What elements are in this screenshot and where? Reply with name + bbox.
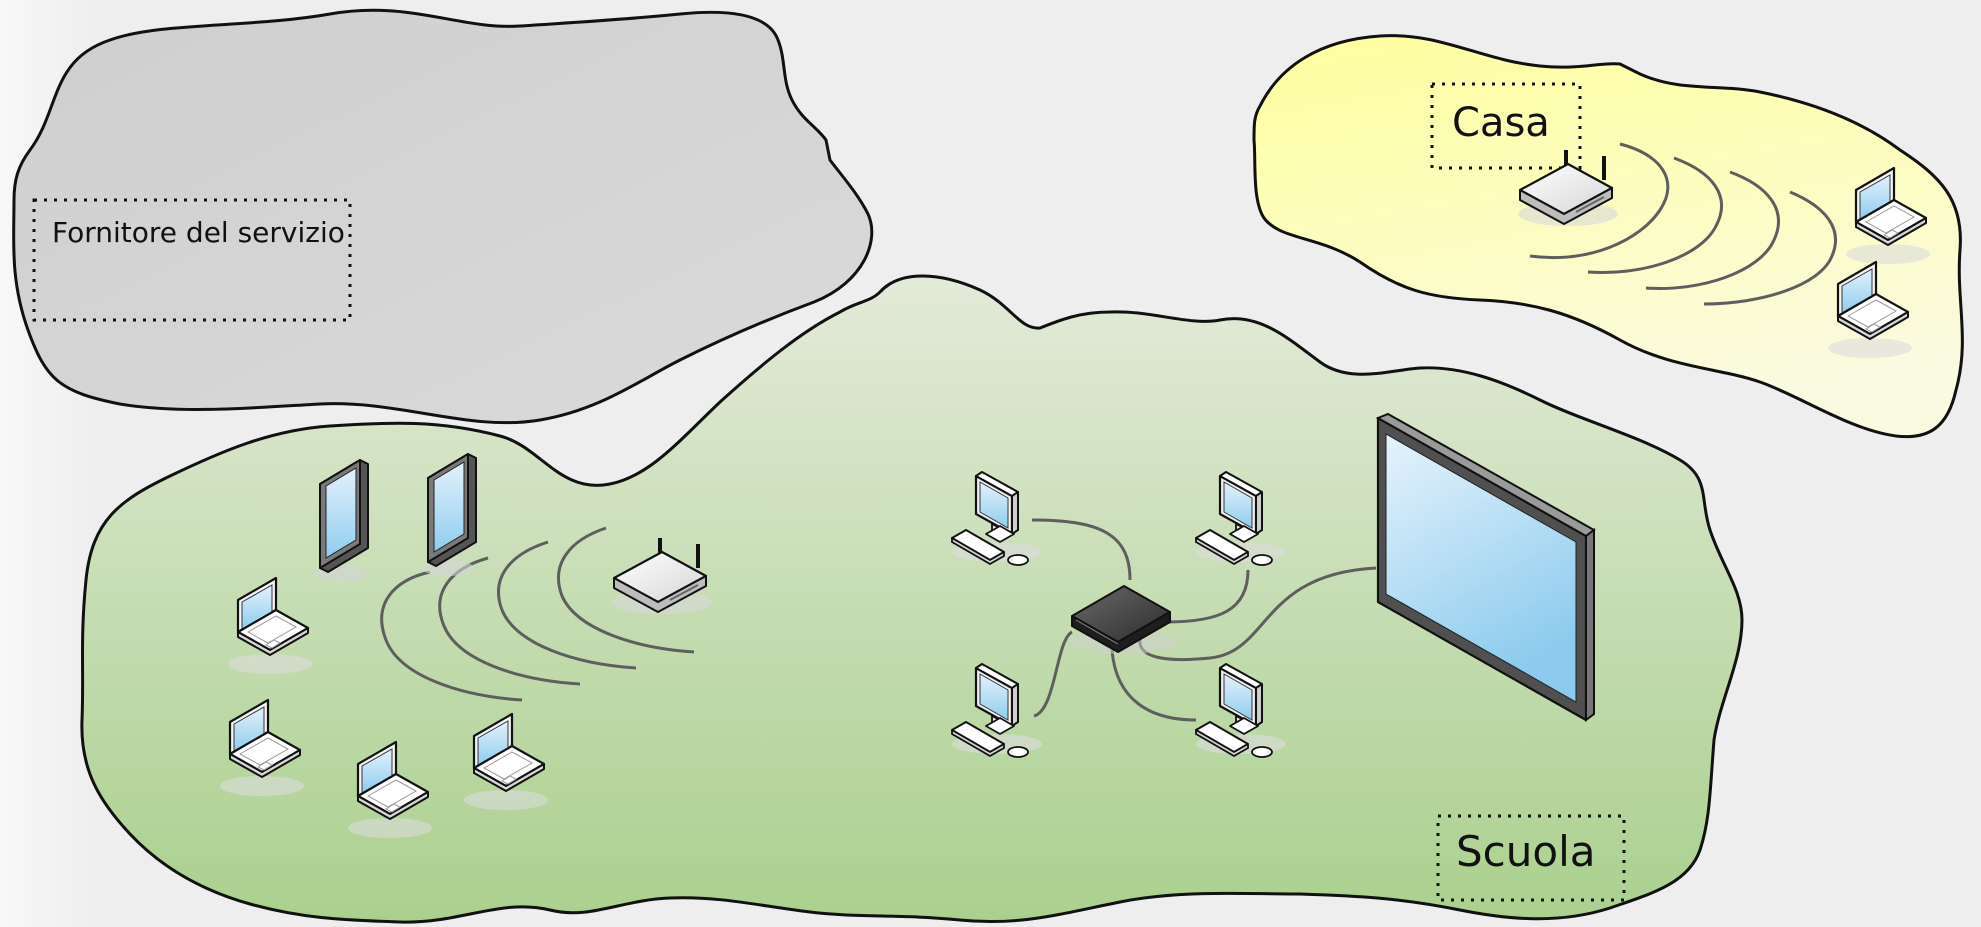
provider-label: Fornitore del servizio xyxy=(52,216,345,249)
school-label: Scuola xyxy=(1456,827,1595,876)
home-label: Casa xyxy=(1452,100,1550,146)
